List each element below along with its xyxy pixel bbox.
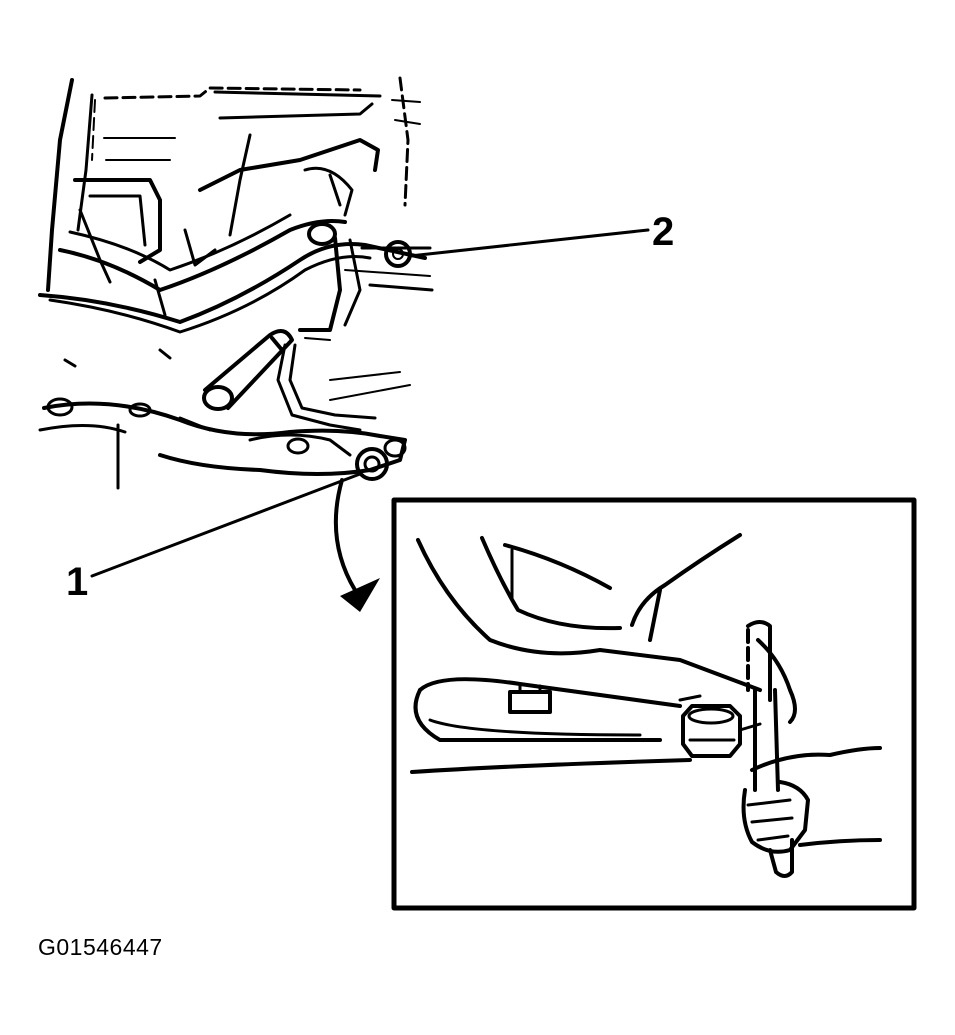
callout-2-label: 2 bbox=[652, 210, 675, 254]
detail-inset bbox=[391, 497, 917, 911]
figure-id: G01546447 bbox=[38, 934, 163, 960]
vehicle-underbody-view bbox=[38, 76, 434, 490]
leader-lines bbox=[90, 228, 650, 578]
callout-1-label: 1 bbox=[66, 560, 89, 604]
detail-arrow bbox=[333, 478, 380, 612]
